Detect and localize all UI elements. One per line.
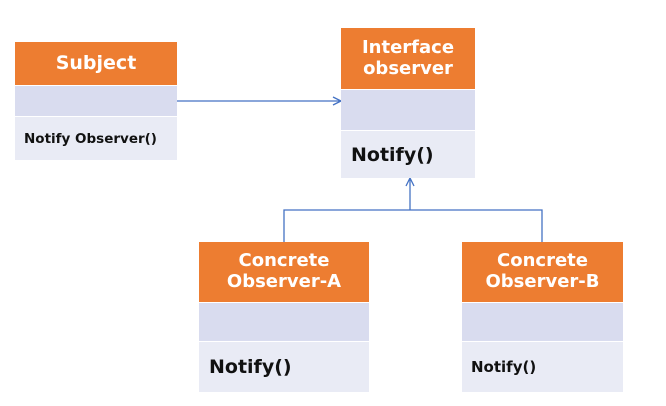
interface-observer-header: Interface observer (341, 28, 475, 89)
observer-b-attributes-section (462, 302, 623, 342)
interface-observer-title-line1: Interface (361, 36, 455, 58)
observer-b-inheritance-line (410, 209, 543, 242)
observer-a-title-line2: Observer-A (226, 271, 342, 292)
observer-b-title-line1: Concrete (497, 250, 588, 272)
interface-observer-title-line2: observer (363, 57, 453, 79)
subject-class-header: Subject (15, 42, 177, 85)
observer-b-methods-section: Notify() (462, 342, 623, 392)
interface-observer-method-label: Notify() (351, 143, 434, 166)
subject-attributes-section (15, 85, 177, 117)
observer-a-attributes-section (199, 302, 369, 342)
subject-methods-section: Notify Observer() (15, 117, 177, 160)
interface-observer-class-box: Interface observer Notify() (341, 28, 475, 178)
subject-class-title: Subject (55, 51, 137, 74)
observer-b-title-line2: Observer-B (485, 271, 600, 292)
observer-a-inheritance-line (283, 209, 410, 242)
subject-method-label: Notify Observer() (24, 130, 157, 147)
observer-a-method-label: Notify() (209, 356, 292, 378)
observer-b-class-box: Concrete Observer-B Notify() (462, 242, 623, 392)
observer-a-header: Concrete Observer-A (199, 242, 369, 302)
observer-a-class-box: Concrete Observer-A Notify() (199, 242, 369, 392)
observer-a-title-line1: Concrete (238, 250, 330, 272)
interface-observer-methods-section: Notify() (341, 131, 475, 178)
observer-b-header: Concrete Observer-B (462, 242, 623, 302)
subject-class-box: Subject Notify Observer() (15, 42, 177, 160)
observer-b-method-label: Notify() (471, 358, 537, 376)
observer-a-methods-section: Notify() (199, 342, 369, 392)
interface-observer-attributes-section (341, 89, 475, 131)
